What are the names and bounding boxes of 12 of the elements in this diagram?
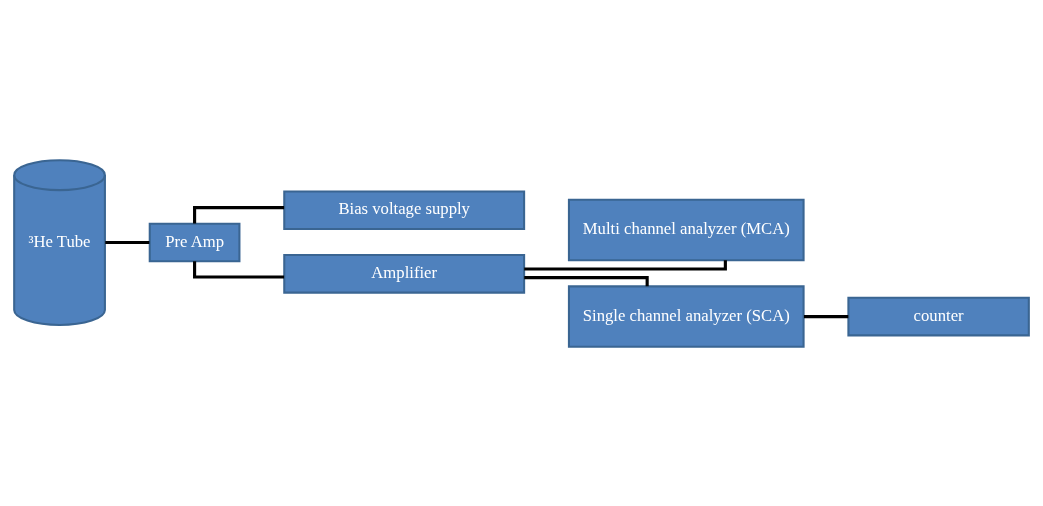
node-box: Pre Amp bbox=[148, 222, 241, 262]
node-box: Amplifier bbox=[283, 253, 526, 294]
connector bbox=[105, 240, 150, 244]
connector bbox=[524, 275, 649, 286]
node-box: Single channel analyzer (SCA) bbox=[567, 284, 805, 348]
node-box: Bias voltage supply bbox=[283, 189, 526, 230]
connector bbox=[524, 259, 727, 271]
node-box: counter bbox=[847, 296, 1030, 336]
node-box: Multi channel analyzer (MCA) bbox=[567, 198, 805, 261]
connector bbox=[193, 205, 285, 223]
connector bbox=[803, 314, 849, 318]
connector bbox=[193, 260, 285, 279]
